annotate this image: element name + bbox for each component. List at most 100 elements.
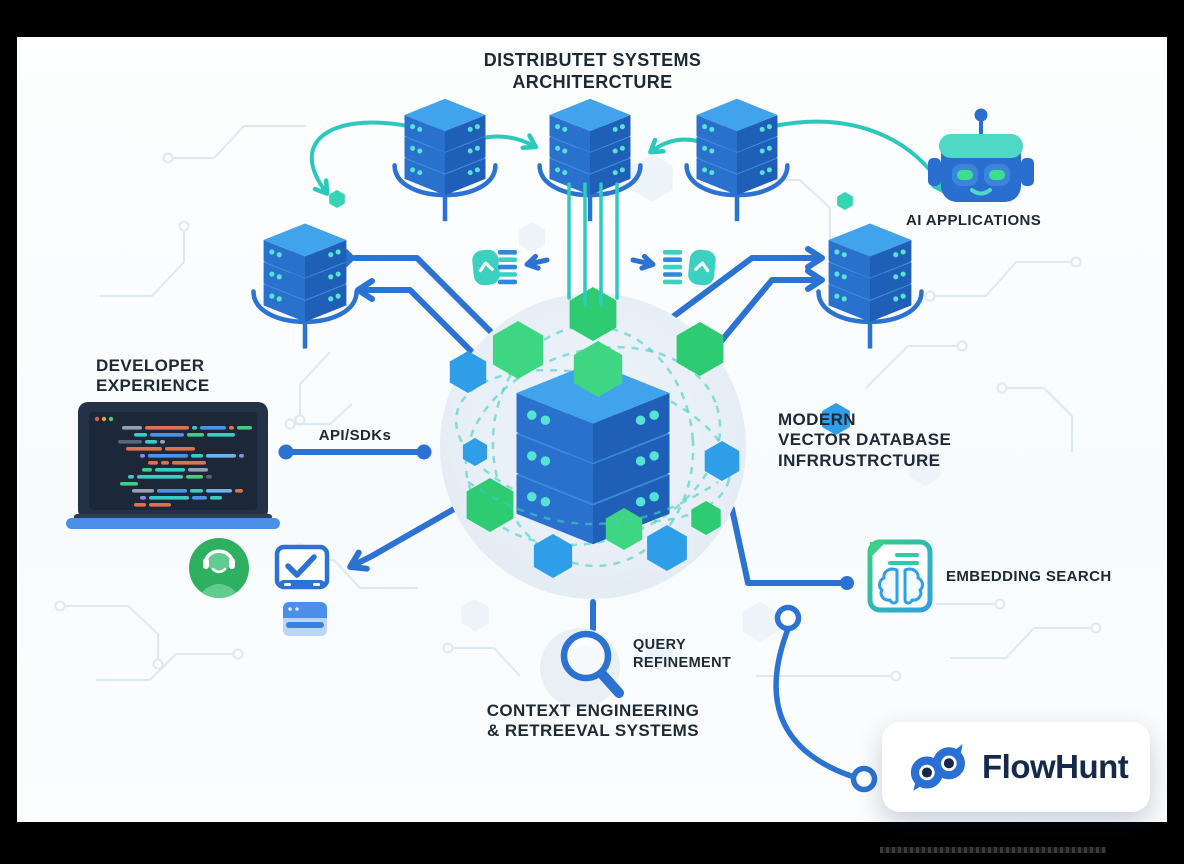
- code-line: [206, 454, 236, 458]
- link-to-monitor: [347, 506, 457, 572]
- server-led: [841, 274, 847, 280]
- code-line: [237, 426, 252, 430]
- server-led: [410, 167, 416, 173]
- code-line: [150, 433, 184, 437]
- ai-applications-label: AI APPLICATIONS: [906, 212, 1042, 229]
- server-led: [709, 126, 715, 132]
- pale-hexagon: [646, 639, 674, 671]
- hexagon: [569, 287, 617, 341]
- list-bar: [498, 272, 517, 277]
- code-line: [229, 426, 234, 430]
- server-led: [555, 124, 561, 130]
- api-dot-right: [416, 444, 432, 460]
- code-line: [134, 433, 147, 437]
- code-line: [206, 475, 212, 479]
- server-led: [540, 456, 551, 466]
- circuit-trace: [865, 345, 962, 389]
- hexagon: [573, 341, 623, 397]
- server-led: [893, 296, 899, 302]
- circuit-trace: [168, 125, 306, 159]
- circuit-node: [232, 648, 244, 660]
- hexagon: [704, 441, 740, 481]
- server-led: [619, 145, 625, 151]
- code-line: [149, 503, 171, 507]
- link-to-embedding: [729, 506, 843, 586]
- server-stack-icon: [537, 98, 643, 222]
- server-led: [619, 124, 625, 130]
- server-led: [474, 167, 480, 173]
- title-line-1: DISTRIBUTET SYSTEMS: [483, 50, 702, 70]
- circuit-trace: [930, 261, 1076, 297]
- code-line: [120, 482, 138, 486]
- server-led: [635, 415, 646, 425]
- server-led: [474, 124, 480, 130]
- brand-curve: [773, 626, 854, 779]
- hexagons-back: [329, 190, 853, 466]
- server-stack-icon: [816, 223, 924, 349]
- circuit-trace: [100, 226, 185, 297]
- server-led: [417, 148, 423, 154]
- circuit-node: [890, 670, 902, 682]
- circuit-trace: [96, 653, 238, 681]
- code-line: [140, 454, 145, 458]
- diagram-canvas: [17, 37, 1167, 822]
- server-led: [834, 249, 840, 255]
- code-line: [188, 468, 208, 472]
- card-icon: [283, 602, 327, 636]
- code-line: [157, 489, 187, 493]
- code-line: [200, 426, 226, 430]
- code-line: [148, 461, 158, 465]
- server-led: [527, 491, 537, 502]
- server-led: [328, 274, 334, 280]
- code-line: [155, 468, 185, 472]
- server-led: [649, 410, 659, 420]
- circuit-node: [152, 658, 164, 670]
- code-line: [206, 489, 232, 493]
- developer-experience-label: DEVELOPER EXPERIENCE: [96, 356, 210, 396]
- hexagon: [466, 478, 514, 532]
- code-line: [192, 496, 207, 500]
- server-led: [555, 145, 561, 151]
- circuit-node: [1090, 622, 1102, 634]
- circuit-node: [1070, 256, 1082, 268]
- code-line: [122, 426, 142, 430]
- server-led: [766, 167, 772, 173]
- server-led: [635, 456, 646, 466]
- server-led: [893, 274, 899, 280]
- link-right-b: [710, 268, 825, 354]
- circuit-trace: [950, 627, 1096, 659]
- flowhunt-card: FlowHunt: [882, 722, 1150, 812]
- server-led: [335, 271, 341, 277]
- server-stack-icon: [684, 98, 790, 222]
- circuit-trace: [299, 351, 331, 420]
- pale-hexagon: [461, 599, 489, 631]
- list-bar: [498, 250, 517, 255]
- hexagons-front: [466, 341, 740, 578]
- server-led: [562, 148, 568, 154]
- connector-lines: [278, 119, 948, 793]
- code-line: [192, 426, 197, 430]
- circuit-trace: [60, 605, 159, 664]
- server-led: [709, 170, 715, 176]
- central-database-icon: [516, 362, 670, 545]
- headset-person-icon: [189, 538, 249, 598]
- server-led: [635, 497, 646, 507]
- code-line: [145, 440, 157, 444]
- hexagon: [822, 403, 850, 435]
- context-engineering-label: CONTEXT ENGINEERING & RETREEVAL SYSTEMS: [486, 701, 700, 741]
- data-stream-lines: [567, 182, 619, 306]
- server-led: [709, 148, 715, 154]
- server-led: [335, 293, 341, 299]
- diagram-scene: [54, 98, 1102, 793]
- server-led: [702, 124, 708, 130]
- hexagon: [533, 534, 573, 578]
- circuit-node: [442, 642, 454, 654]
- circuit-node: [178, 220, 190, 232]
- diagram-title: DISTRIBUTET SYSTEMS ARCHITERCTURE: [420, 50, 765, 93]
- code-line: [187, 433, 204, 437]
- server-led: [759, 148, 765, 154]
- circuit-node: [994, 598, 1006, 610]
- code-line: [149, 496, 189, 500]
- laptop-code-icon: [66, 402, 280, 529]
- circuit-node: [284, 418, 296, 430]
